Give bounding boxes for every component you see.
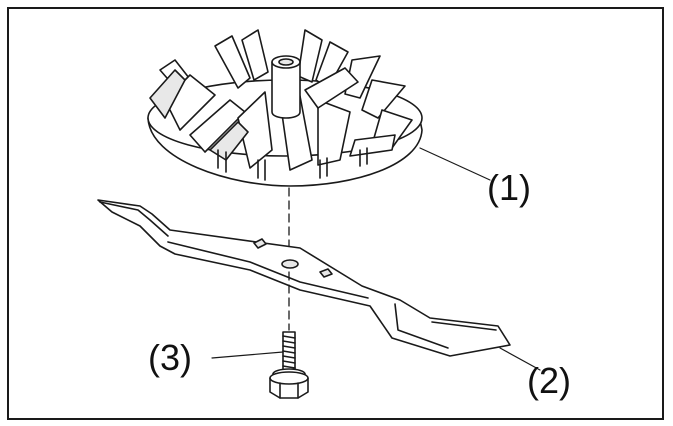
blade-bolt — [269, 331, 309, 399]
leader-line-blade — [499, 347, 541, 371]
mower-blade — [97, 199, 511, 357]
leader-line-fan — [419, 147, 491, 181]
callout-fan: (1) — [487, 167, 531, 208]
leader-line-bolt — [211, 351, 284, 359]
callout-bolt: (3) — [148, 337, 192, 378]
callout-blade: (2) — [527, 360, 571, 401]
blade-adapter-fan — [147, 29, 423, 187]
